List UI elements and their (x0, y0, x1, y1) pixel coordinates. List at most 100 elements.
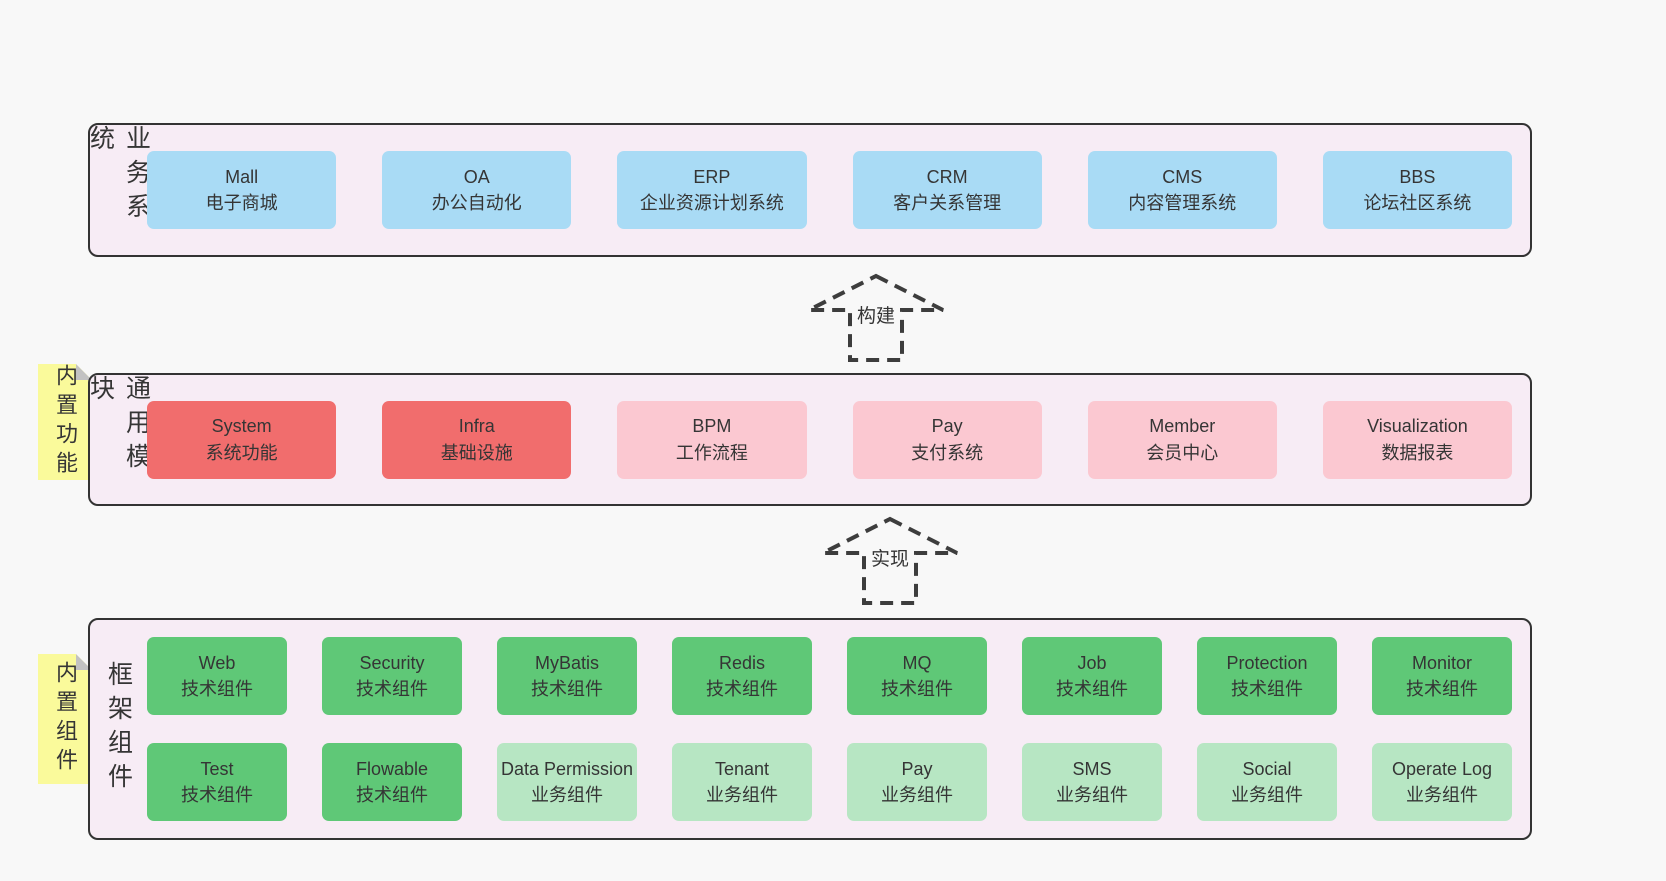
module-box-pay: Pay 业务组件 (847, 743, 987, 821)
module-box-subtitle: 基础设施 (440, 442, 513, 463)
module-box-subtitle: 技术组件 (356, 785, 428, 805)
band-label-common-modules: 通用模块 (86, 375, 151, 477)
module-box-data-permission: Data Permission 业务组件 (497, 743, 637, 821)
band-business-systems: 业务系统 Mall 电子商城 OA 办公自动化 ERP 企业资源计划系统 CRM 客户关系管理… (86, 123, 1532, 257)
module-box-subtitle: 客户关系管理 (893, 193, 1002, 213)
module-box-subtitle: 业务组件 (1231, 785, 1303, 805)
module-box-subtitle: 技术组件 (706, 679, 778, 699)
module-box-title: CMS (1162, 166, 1203, 187)
module-box-cms: CMS 内容管理系统 (1087, 151, 1277, 229)
module-box-job: Job 技术组件 (1022, 637, 1162, 715)
box-row: System 系统功能 Infra 基础设施 BPM 工作流程 Pay 支付系统 Member 会… (147, 400, 1513, 479)
module-box-bbs: BBS 论坛社区系统 (1322, 151, 1513, 229)
up-arrow-icon (822, 516, 958, 605)
module-box-security: Security 技术组件 (322, 637, 462, 715)
arrow-implement: 实现 (820, 516, 960, 606)
module-box-title: Data Permission (500, 758, 634, 779)
module-box-protection: Protection 技术组件 (1197, 637, 1337, 715)
band-label-business-systems: 业务系统 (86, 125, 151, 227)
module-box-title: CRM (926, 166, 968, 187)
module-box-title: System (211, 416, 272, 437)
module-box-redis: Redis 技术组件 (672, 637, 812, 715)
module-box-mq: MQ 技术组件 (847, 637, 987, 715)
module-box-title: Protection (1226, 652, 1308, 673)
module-box-subtitle: 技术组件 (1231, 679, 1303, 699)
module-box-title: OA (463, 166, 490, 187)
module-box-subtitle: 论坛社区系统 (1363, 193, 1472, 213)
sticky-note-label: 内置组件 (53, 661, 78, 777)
module-box-subtitle: 业务组件 (706, 785, 778, 805)
module-box-title: Job (1077, 652, 1107, 673)
arrow-label-build: 构建 (853, 300, 899, 329)
module-box-title: Security (359, 652, 425, 673)
module-box-title: Web (198, 652, 236, 673)
module-box-title: Social (1242, 758, 1292, 779)
module-box-subtitle: 技术组件 (1056, 679, 1128, 699)
module-box-title: Redis (718, 652, 766, 673)
module-box-title: BPM (692, 416, 732, 437)
module-box-oa: OA 办公自动化 (382, 151, 572, 229)
module-box-subtitle: 技术组件 (356, 679, 428, 699)
box-row: Mall 电子商城 OA 办公自动化 ERP 企业资源计划系统 CRM 客户关系管理 CMS 内容… (147, 151, 1513, 229)
module-box-subtitle: 系统功能 (205, 442, 278, 463)
sticky-note-label: 内置功能 (53, 364, 78, 480)
module-box-title: Pay (931, 416, 963, 437)
module-box-title: Operate Log (1391, 758, 1493, 779)
module-box-title: Tenant (714, 758, 770, 779)
module-box-subtitle: 技术组件 (1406, 679, 1478, 699)
module-box-subtitle: 技术组件 (181, 679, 253, 699)
arrow-build: 构建 (806, 273, 946, 363)
module-box-subtitle: 业务组件 (881, 785, 953, 805)
module-box-title: BBS (1399, 166, 1436, 187)
module-box-subtitle: 办公自动化 (431, 193, 522, 213)
module-box-subtitle: 技术组件 (531, 679, 603, 699)
sticky-note-builtin-features: 内置功能 (38, 364, 92, 480)
module-box-monitor: Monitor 技术组件 (1372, 637, 1512, 715)
module-box-test: Test 技术组件 (147, 743, 287, 821)
band-common-modules: 通用模块 System 系统功能 Infra 基础设施 BPM 工作流程 Pay 支付系统 Me… (86, 373, 1532, 506)
module-box-erp: ERP 企业资源计划系统 (617, 151, 807, 229)
module-box-title: Infra (458, 416, 495, 437)
module-box-sms: SMS 业务组件 (1022, 743, 1162, 821)
module-box-operate-log: Operate Log 业务组件 (1372, 743, 1512, 821)
up-arrow-icon (808, 273, 944, 362)
module-box-subtitle: 业务组件 (1406, 785, 1478, 805)
module-box-title: MyBatis (534, 652, 599, 673)
module-box-subtitle: 业务组件 (1056, 785, 1128, 805)
module-box-subtitle: 支付系统 (911, 442, 984, 463)
module-box-title: Visualization (1367, 416, 1468, 437)
module-box-title: Monitor (1411, 652, 1473, 673)
module-box-title: Test (200, 758, 234, 779)
module-box-web: Web 技术组件 (147, 637, 287, 715)
module-box-title: SMS (1072, 758, 1112, 779)
module-box-title: MQ (902, 652, 932, 673)
module-box-title: ERP (693, 166, 731, 187)
module-box-subtitle: 工作流程 (675, 442, 748, 463)
sticky-note-builtin-components: 内置组件 (38, 654, 92, 784)
module-box-subtitle: 内容管理系统 (1128, 193, 1237, 213)
module-box-title: Pay (901, 758, 933, 779)
module-box-mall: Mall 电子商城 (147, 151, 337, 229)
module-box-subtitle: 会员中心 (1146, 442, 1219, 463)
module-box-flowable: Flowable 技术组件 (322, 743, 462, 821)
module-box-tenant: Tenant 业务组件 (672, 743, 812, 821)
module-box-infra: Infra 基础设施 (382, 400, 572, 479)
module-box-subtitle: 技术组件 (181, 785, 253, 805)
module-box-title: Mall (225, 166, 259, 187)
module-box-title: Flowable (355, 758, 429, 779)
module-box-subtitle: 电子商城 (205, 193, 278, 213)
arrow-label-implement: 实现 (867, 543, 913, 572)
module-box-subtitle: 技术组件 (881, 679, 953, 699)
module-box-social: Social 业务组件 (1197, 743, 1337, 821)
module-box-subtitle: 业务组件 (531, 785, 603, 805)
band-content-business-systems: Mall 电子商城 OA 办公自动化 ERP 企业资源计划系统 CRM 客户关系管理 CMS 内容… (147, 125, 1530, 255)
module-box-subtitle: 企业资源计划系统 (639, 193, 784, 213)
module-box-title: Member (1149, 416, 1216, 437)
module-box-system: System 系统功能 (147, 400, 337, 479)
band-content-common-modules: System 系统功能 Infra 基础设施 BPM 工作流程 Pay 支付系统 Member 会… (147, 375, 1530, 504)
band-label-framework-components: 框架组件 (104, 661, 133, 797)
